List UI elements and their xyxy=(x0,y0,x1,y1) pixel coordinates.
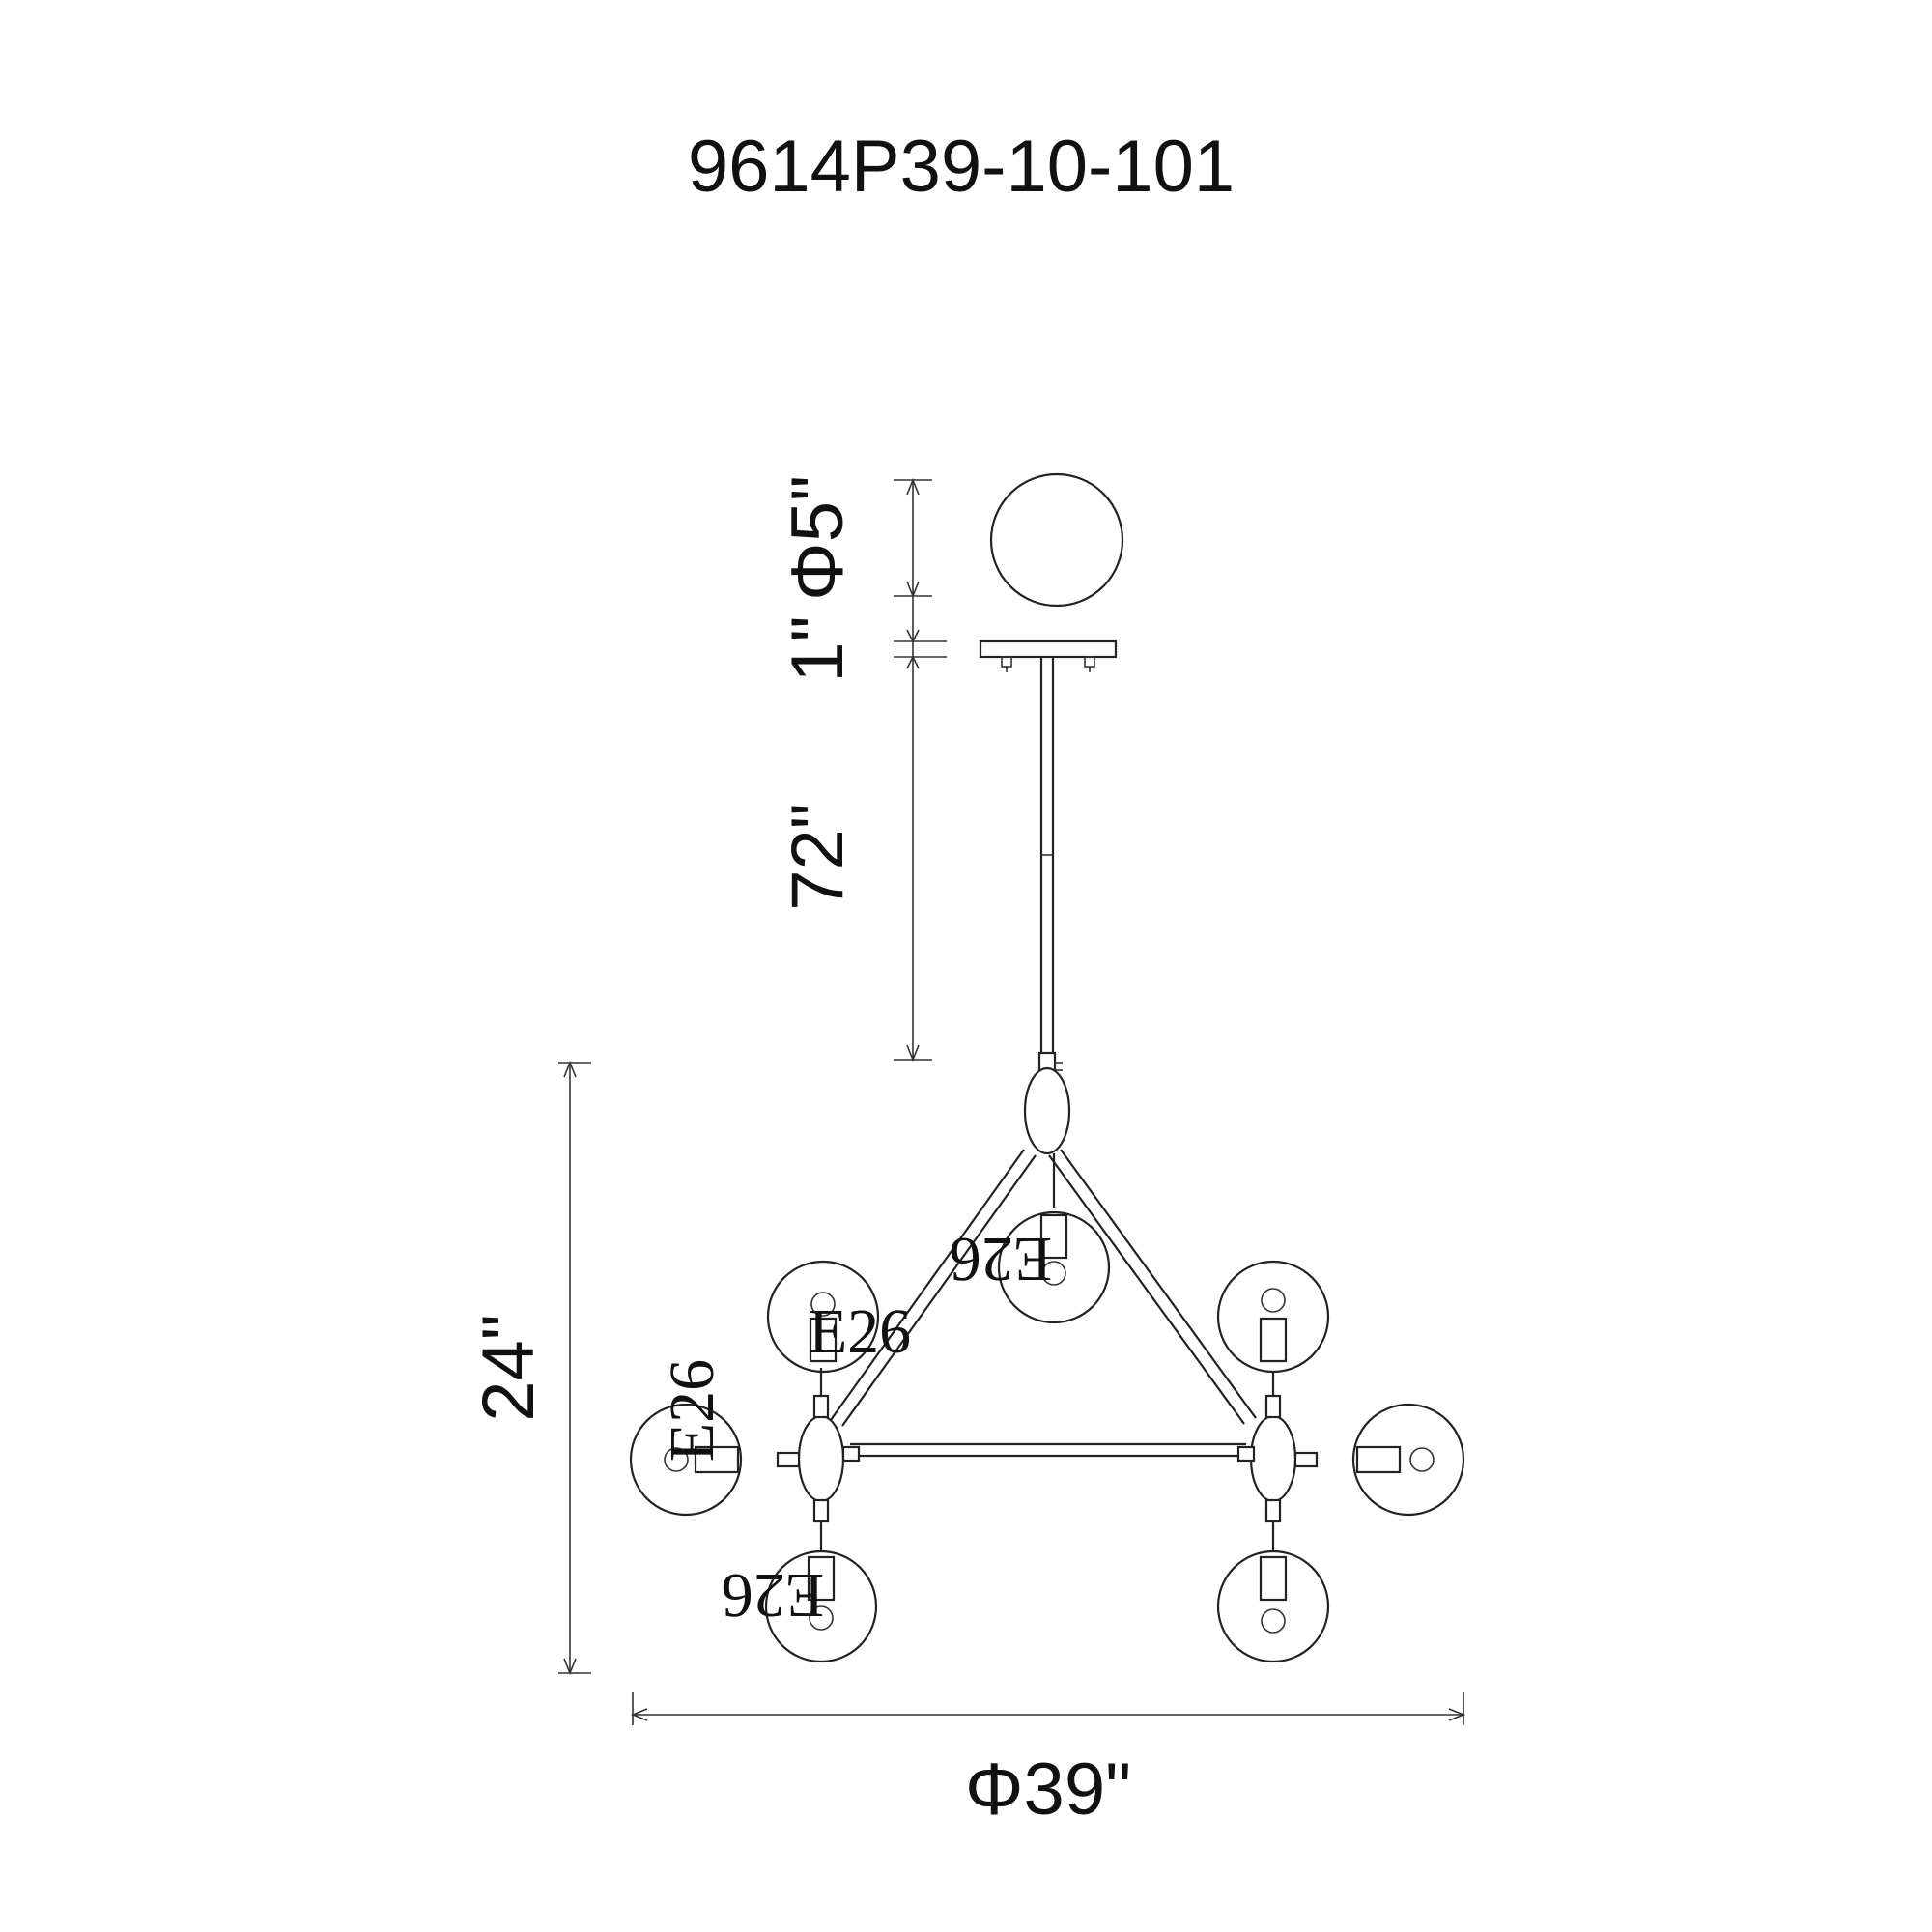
globe-left xyxy=(629,1403,743,1517)
model-number-title: 9614P39-10-101 xyxy=(688,126,1235,208)
fixture-diameter-label: Φ39" xyxy=(965,1748,1131,1831)
suspension-rod xyxy=(1037,657,1063,1078)
socket-label-lower-left: E26 xyxy=(722,1560,824,1631)
canopy-diameter-label: Φ5" xyxy=(777,475,859,601)
globe-top-center xyxy=(997,1153,1111,1324)
fixture-height-dimension xyxy=(558,1060,591,1676)
socket-label-top-center: E26 xyxy=(950,1224,1052,1294)
rod-dimension-lines xyxy=(894,477,947,1063)
hub-left xyxy=(776,1394,861,1523)
canopy-top-view xyxy=(989,472,1124,608)
fixture-diameter-dimension xyxy=(630,1692,1466,1725)
rod-length-label: 72" xyxy=(777,803,859,911)
globe-lower-right xyxy=(1216,1521,1330,1663)
globe-right xyxy=(1351,1403,1465,1517)
canopy-plate xyxy=(979,639,1118,672)
frame-arms xyxy=(830,1149,1257,1458)
globe-upper-left xyxy=(766,1260,880,1396)
globe-upper-right xyxy=(1216,1260,1330,1396)
canopy-height-label: 1" xyxy=(777,615,859,682)
hub-top xyxy=(1023,1066,1071,1155)
socket-label-upper-left: E26 xyxy=(809,1296,911,1367)
socket-label-left: E26 xyxy=(657,1359,727,1462)
globe-lower-left xyxy=(764,1521,878,1663)
hub-right xyxy=(1236,1394,1319,1523)
fixture-height-label: 24" xyxy=(468,1314,550,1422)
